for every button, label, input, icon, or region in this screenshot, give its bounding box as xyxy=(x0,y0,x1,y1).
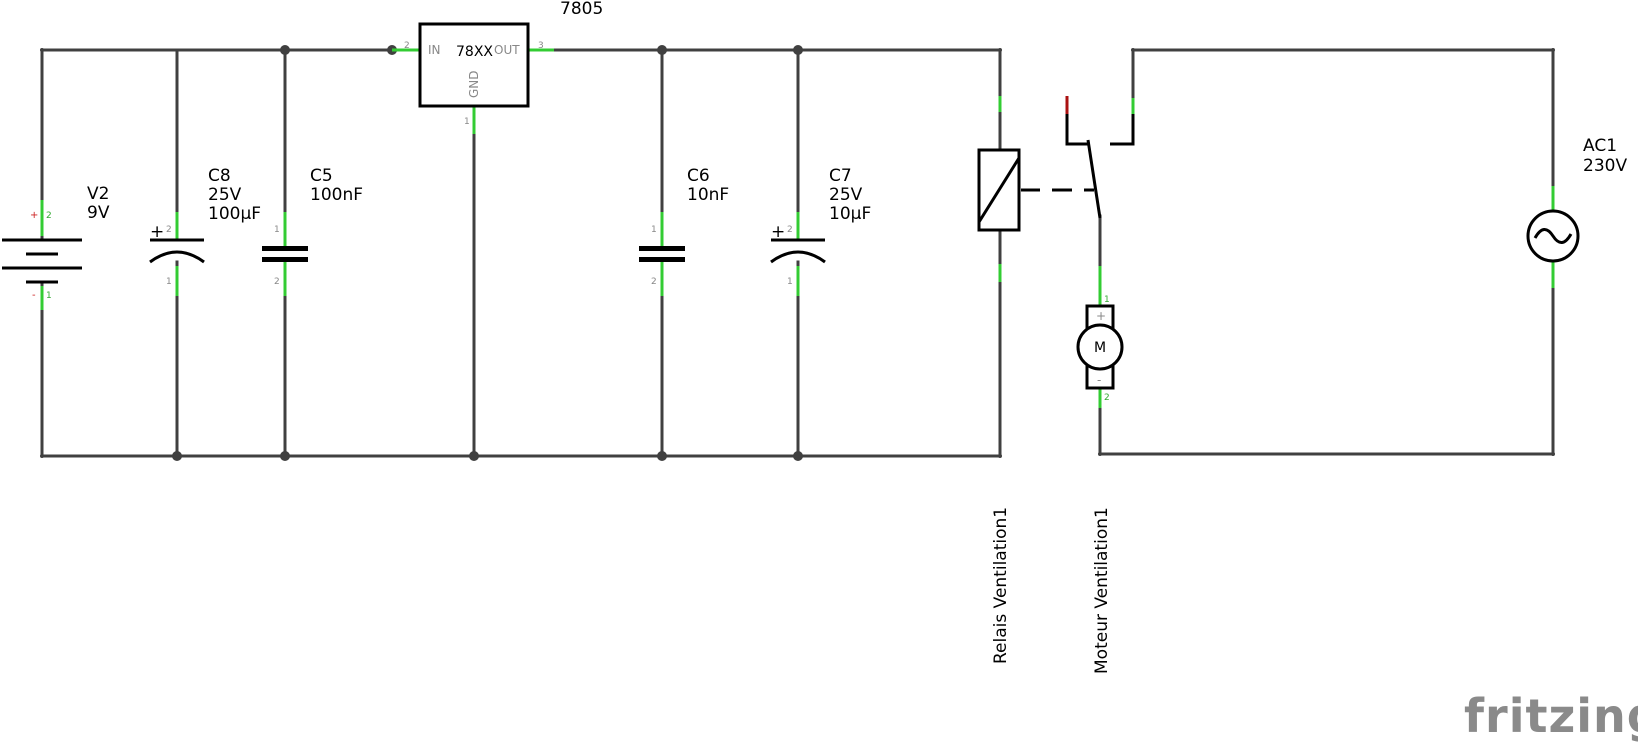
wire-end-dot xyxy=(1551,48,1555,52)
relay-ventilation[interactable]: Relais Ventilation1 xyxy=(977,96,1135,664)
junction-dot xyxy=(280,451,290,461)
junctions xyxy=(40,45,1555,461)
ac-source-value: 230V xyxy=(1583,156,1627,176)
capacitor-curved-plate xyxy=(770,250,826,264)
capacitor-plate xyxy=(262,246,308,251)
fritzing-logo: fritzing xyxy=(1464,689,1638,743)
battery-pin-minus: 1 xyxy=(46,291,52,301)
junction-dot xyxy=(172,451,182,461)
battery-value: 9V xyxy=(87,203,110,223)
c5-name: C5 xyxy=(310,166,333,186)
c8-value: 100µF xyxy=(208,204,261,224)
motor-name: Moteur Ventilation1 xyxy=(1092,507,1112,674)
relay-name: Relais Ventilation1 xyxy=(991,507,1011,664)
wire-end-dot xyxy=(998,48,1002,52)
capacitor-curved-plate xyxy=(149,250,205,264)
relay-coil xyxy=(977,148,1021,232)
c7-name: C7 xyxy=(829,166,852,186)
regulator-pin-in-num: 2 xyxy=(404,41,410,51)
c7-pin-top: 2 xyxy=(787,225,793,235)
c8-name: C8 xyxy=(208,166,231,186)
c6-value: 10nF xyxy=(687,185,729,205)
c5-value: 100nF xyxy=(310,185,363,205)
c6-pin-bottom: 2 xyxy=(651,277,657,287)
ac-source[interactable]: AC1 230V xyxy=(1526,136,1627,288)
motor-ventilation[interactable]: M + - 1 2 Moteur Ventilation1 xyxy=(1076,266,1124,674)
relay-switch-blade xyxy=(1086,139,1102,219)
wire-end-dot xyxy=(998,454,1002,458)
junction-dot xyxy=(793,45,803,55)
c6-pin-top: 1 xyxy=(651,225,657,235)
wire-end-dot xyxy=(1098,452,1102,456)
regulator-7805[interactable]: 7805 78XX IN OUT GND 2 3 1 xyxy=(392,0,603,134)
regulator-pin-gnd-num: 1 xyxy=(464,117,470,127)
battery-v2[interactable]: + 2 - 1 V2 9V xyxy=(2,184,110,310)
junction-dot xyxy=(657,45,667,55)
junction-dot xyxy=(469,451,479,461)
ac-sine-icon xyxy=(1533,228,1573,244)
ac-source-name: AC1 xyxy=(1583,136,1617,156)
motor-plus: + xyxy=(1096,309,1106,323)
c7-value: 10µF xyxy=(829,204,871,224)
relay-contact-nc xyxy=(1065,114,1090,146)
battery-pin-plus: 2 xyxy=(46,211,52,221)
wire-end-dot xyxy=(40,454,44,458)
motor-symbol: M xyxy=(1094,340,1106,356)
regulator-pin-in-label: IN xyxy=(428,43,441,57)
capacitor-c6[interactable]: 1 2 C6 10nF xyxy=(639,166,729,296)
relay-contact-no xyxy=(1110,100,1135,146)
c7-voltage: 25V xyxy=(829,185,863,205)
capacitor-c8[interactable]: + 2 1 C8 25V 100µF xyxy=(149,166,261,296)
regulator-part: 7805 xyxy=(560,0,603,19)
c6-name: C6 xyxy=(687,166,710,186)
relay-coil-diagonal xyxy=(977,157,1021,223)
c7-polarity: + xyxy=(771,222,785,242)
c8-pin-bottom: 1 xyxy=(166,277,172,287)
capacitor-plate xyxy=(639,257,685,262)
regulator-pin-gnd-label: GND xyxy=(467,70,481,98)
c5-pin-bottom: 2 xyxy=(274,277,280,287)
battery-minus-mark: - xyxy=(32,290,36,301)
wire-end-dot xyxy=(1551,452,1555,456)
capacitor-c7[interactable]: + 2 1 C7 25V 10µF xyxy=(770,166,871,296)
junction-dot xyxy=(793,451,803,461)
regulator-body xyxy=(418,22,530,108)
c7-pin-bottom: 1 xyxy=(787,277,793,287)
c8-polarity: + xyxy=(150,222,164,242)
capacitor-c5[interactable]: 1 2 C5 100nF xyxy=(262,166,363,296)
c5-pin-top: 1 xyxy=(274,225,280,235)
motor-circle xyxy=(1076,323,1124,371)
wire-end-dot xyxy=(40,48,44,52)
junction-dot xyxy=(657,451,667,461)
battery-plus-mark: + xyxy=(30,210,38,221)
junction-dot xyxy=(280,45,290,55)
c8-pin-top: 2 xyxy=(166,225,172,235)
battery-name: V2 xyxy=(87,184,109,204)
wire-end-dot xyxy=(1131,48,1135,52)
regulator-pin-out-label: OUT xyxy=(494,43,520,57)
regulator-type: 78XX xyxy=(456,44,493,60)
c8-voltage: 25V xyxy=(208,185,242,205)
capacitor-plate xyxy=(262,257,308,262)
motor-minus: - xyxy=(1097,373,1101,387)
capacitor-plate xyxy=(639,246,685,251)
motor-pin-top: 1 xyxy=(1104,295,1110,305)
regulator-pin-out-num: 3 xyxy=(538,41,544,51)
motor-pin-bottom: 2 xyxy=(1104,393,1110,403)
